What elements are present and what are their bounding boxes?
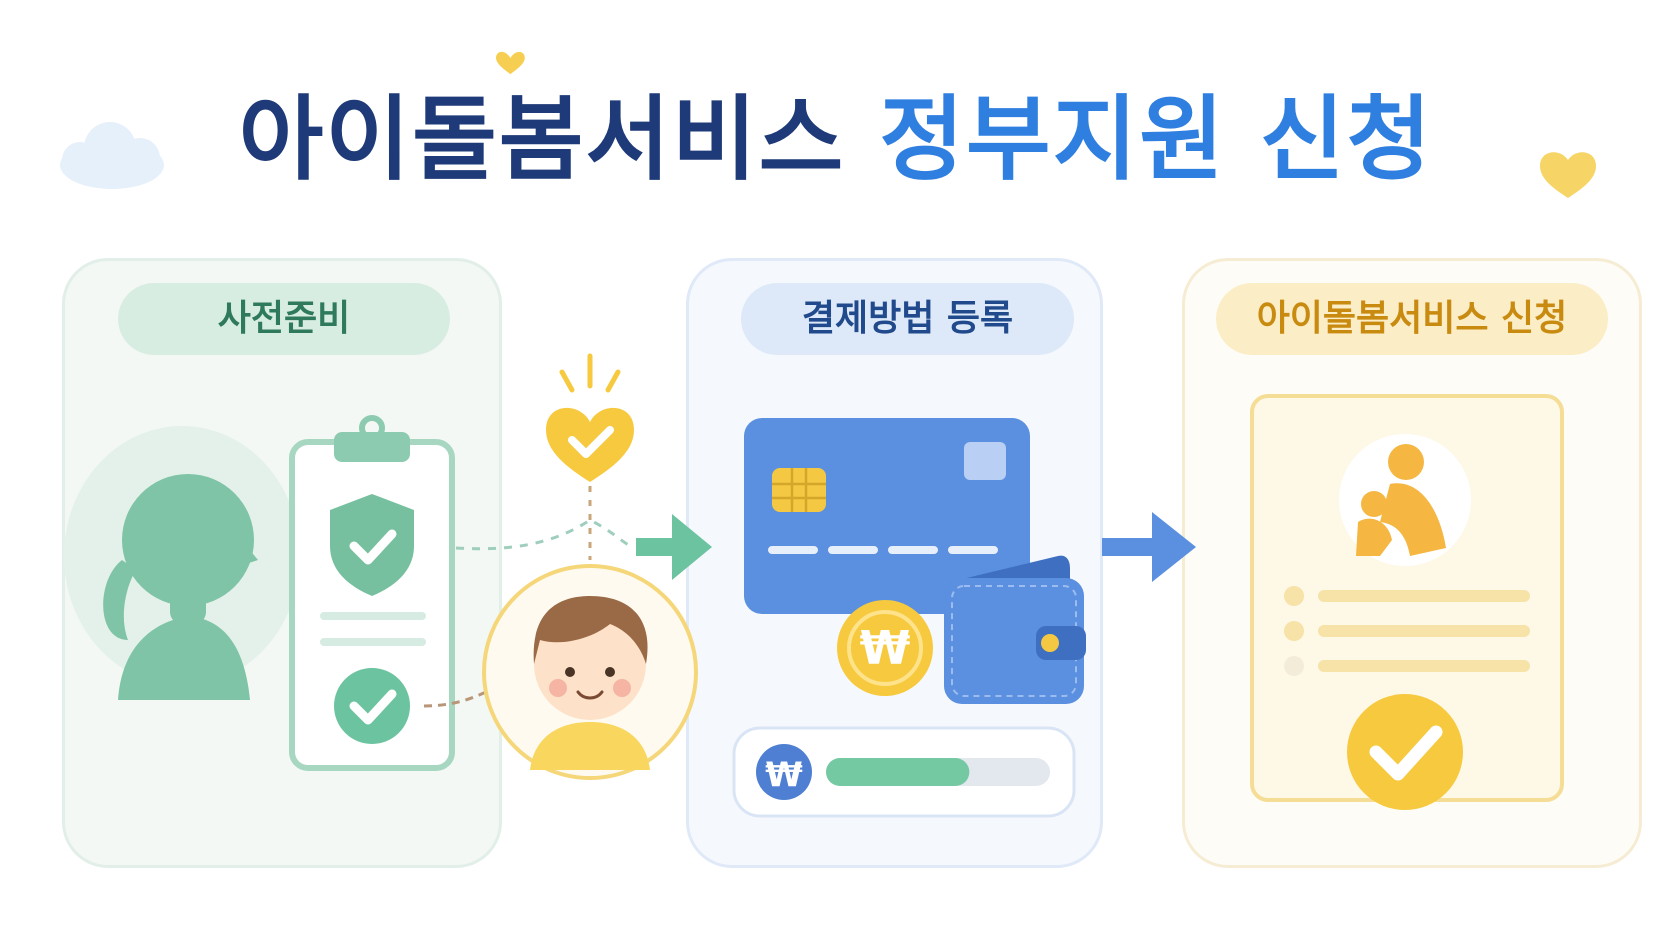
title-part1: 아이돌봄서비스 [238,86,846,193]
check-circle-icon [334,668,410,744]
title-part2: 정부지원 신청 [879,86,1434,193]
coin-icon [837,600,933,696]
wallet-icon [944,555,1086,704]
progress-fill [826,758,970,786]
won-badge-icon [756,744,812,800]
coin-currency-symbol: ₩ [860,621,911,675]
won-badge-symbol: ₩ [765,755,803,795]
heart-icon [496,51,525,75]
cloud-icon [60,122,164,189]
check-badge-icon [1347,694,1463,810]
arrow-right-icon [636,514,712,580]
heart-check-icon [546,353,634,482]
shield-check-icon [330,494,414,596]
child-silhouette-icon [103,474,258,700]
caregiver-child-icon [1339,434,1471,566]
credit-card-icon [744,418,1030,614]
heart-icon [1540,152,1596,198]
form-lines [1284,586,1530,676]
step-label-application: 아이돌봄서비스 신청 [1216,283,1608,355]
step-label-preparation: 사전준비 [118,283,450,355]
step-label-payment: 결제방법 등록 [741,283,1074,355]
child-face-icon [482,564,698,780]
arrow-right-icon [1102,512,1196,582]
page-title: 아이돌봄서비스 정부지원 신청 [0,80,1672,200]
